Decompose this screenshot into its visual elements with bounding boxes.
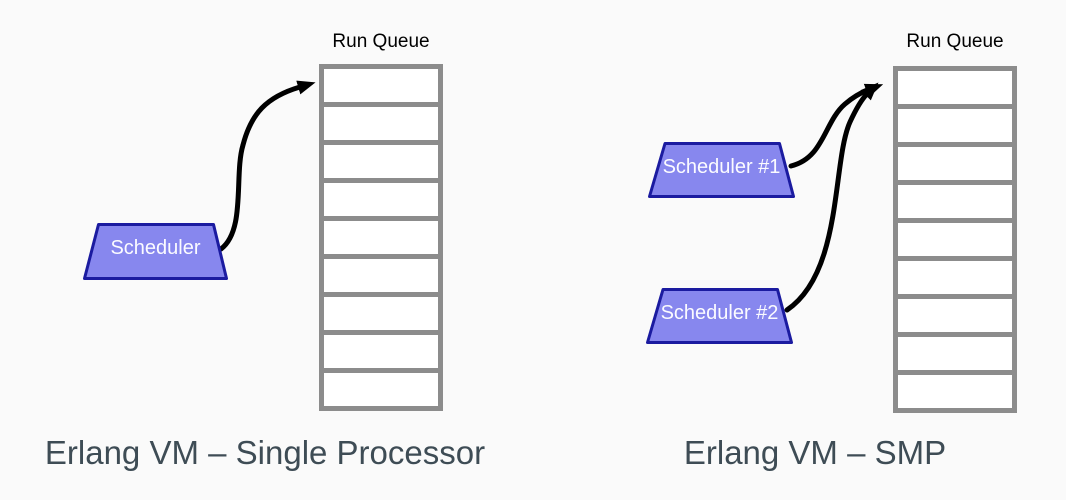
queue-slot: [898, 147, 1012, 180]
scheduler-shape-2: Scheduler #2: [646, 288, 793, 344]
scheduler-shape-single: Scheduler: [83, 223, 228, 280]
queue-slot: [324, 221, 438, 254]
arrow-scheduler1-to-queue: [788, 83, 884, 169]
queue-slot: [898, 337, 1012, 370]
queue-slot: [324, 145, 438, 178]
arrow-scheduler2-to-queue: [784, 82, 879, 313]
queue-slot: [324, 107, 438, 140]
queue-slot: [898, 223, 1012, 256]
caption-smp: Erlang VM – SMP: [683, 434, 947, 471]
scheduler-label-2: Scheduler #2: [660, 301, 779, 324]
caption-single-processor: Erlang VM – Single Processor: [44, 434, 486, 471]
run-queue-single: [319, 64, 443, 411]
run-queue-label-smp: Run Queue: [906, 31, 1004, 52]
queue-slot: [898, 299, 1012, 332]
scheduler-label-1: Scheduler #1: [662, 155, 781, 178]
queue-slot: [898, 71, 1012, 104]
trapezoid-icon: [646, 288, 793, 344]
queue-slot: [898, 261, 1012, 294]
queue-slot: [324, 259, 438, 292]
queue-slot: [324, 183, 438, 216]
trapezoid-icon: [648, 142, 795, 198]
queue-slot: [324, 373, 438, 406]
run-queue-label-single: Run Queue: [332, 31, 430, 52]
queue-slot: [898, 109, 1012, 142]
arrow-scheduler-to-queue: [218, 80, 316, 252]
scheduler-label-single: Scheduler: [110, 237, 201, 259]
queue-slot: [324, 297, 438, 330]
queue-slot: [324, 69, 438, 102]
queue-slot: [324, 335, 438, 368]
run-queue-smp: [893, 66, 1017, 413]
queue-slot: [898, 375, 1012, 408]
scheduler-shape-1: Scheduler #1: [648, 142, 795, 198]
queue-slot: [898, 185, 1012, 218]
trapezoid-icon: [83, 223, 228, 280]
